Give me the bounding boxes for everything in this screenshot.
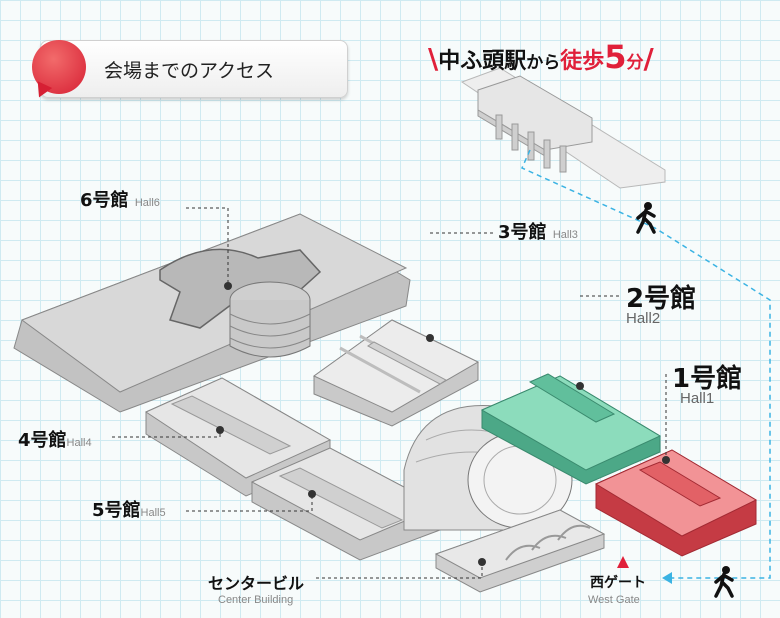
access-banner: \中ふ頭駅から徒歩5分/ bbox=[428, 38, 654, 76]
center-building bbox=[434, 509, 606, 593]
hall3-en: Hall3 bbox=[552, 229, 578, 241]
access-minutes: 5 bbox=[604, 38, 627, 76]
hall5-building bbox=[250, 447, 442, 561]
hall3-label: 3号館 Hall3 bbox=[498, 218, 578, 244]
hall6-label: 6号館 Hall6 bbox=[80, 186, 160, 212]
hall2-label-en: Hall2 bbox=[626, 310, 661, 327]
gate-marker-icon bbox=[617, 556, 629, 568]
hall4-label: 4号館Hall4 bbox=[18, 426, 92, 452]
hall2-label-ja: 2号館 bbox=[626, 284, 697, 314]
slash-right-decoration: / bbox=[643, 42, 654, 75]
station-name: 中ふ頭駅 bbox=[438, 49, 527, 74]
access-unit: 分 bbox=[626, 53, 644, 73]
access-from: から bbox=[526, 53, 561, 73]
hall1-label-ja: 1号館 bbox=[672, 364, 743, 394]
hall5-label: 5号館Hall5 bbox=[92, 496, 166, 522]
walking-person-icon bbox=[636, 202, 656, 234]
station-building bbox=[460, 67, 666, 189]
west-gate-label-ja: 西ゲート bbox=[590, 575, 646, 591]
hall3-building bbox=[313, 319, 480, 427]
header-box bbox=[40, 40, 348, 98]
access-walk: 徒歩 bbox=[560, 49, 605, 74]
center-building-label-en: Center Building bbox=[218, 594, 294, 606]
hall6-building bbox=[13, 213, 411, 413]
route-arrow-icon bbox=[662, 572, 672, 584]
west-gate-label-en: West Gate bbox=[588, 594, 640, 606]
hall5-en: Hall5 bbox=[140, 507, 166, 519]
hall6-en: Hall6 bbox=[134, 197, 160, 209]
hall2-building bbox=[480, 373, 662, 485]
page-title: 会場までのアクセス bbox=[104, 60, 275, 82]
hall4-ja: 4号館 bbox=[18, 430, 67, 451]
hall4-building bbox=[144, 377, 332, 497]
hall3-ja: 3号館 bbox=[498, 222, 547, 243]
walking-route bbox=[521, 149, 771, 579]
hall5-ja: 5号館 bbox=[92, 500, 141, 521]
walking-person-icon bbox=[714, 566, 734, 598]
center-building-label-ja: センタービル bbox=[208, 574, 305, 593]
hall6-ja: 6号館 bbox=[80, 190, 129, 211]
hall1-label-en: Hall1 bbox=[680, 390, 715, 407]
slash-left-decoration: \ bbox=[428, 42, 439, 75]
hall4-en: Hall4 bbox=[66, 437, 92, 449]
speech-bubble-icon bbox=[32, 40, 86, 94]
hall1-building bbox=[594, 449, 758, 557]
